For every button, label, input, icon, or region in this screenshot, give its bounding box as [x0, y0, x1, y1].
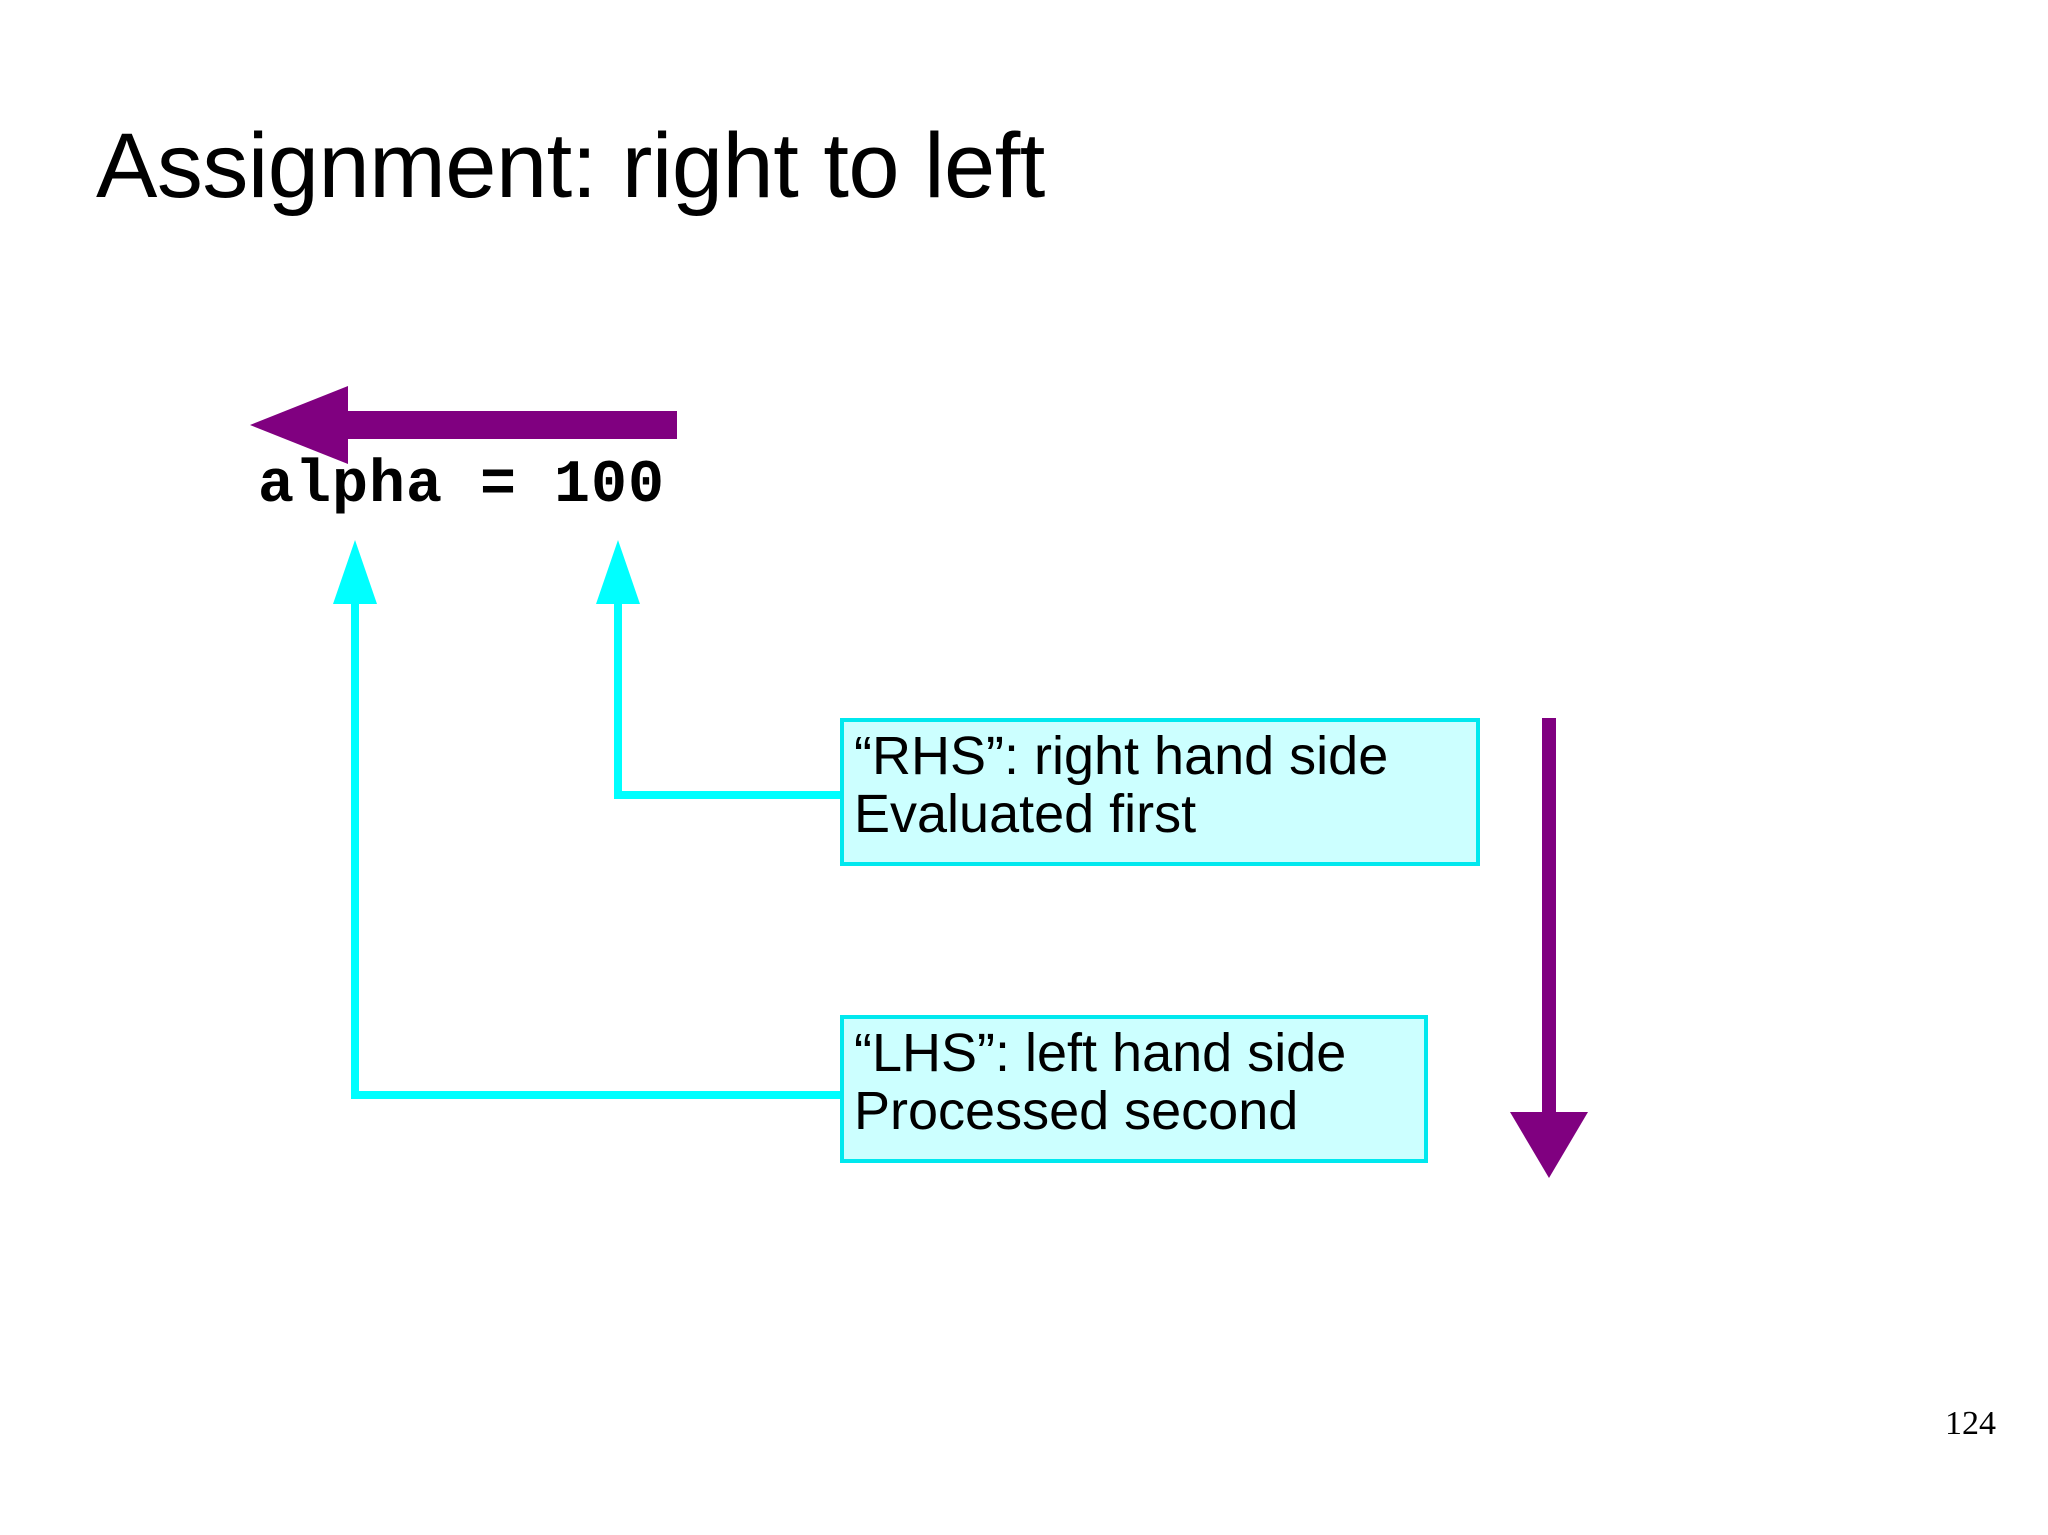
callout-lhs-line-1: “LHS”: left hand side [854, 1023, 1347, 1083]
code-expression: alpha = 100 [258, 452, 666, 520]
callout-rhs-line-2: Evaluated first [854, 783, 1197, 844]
top-to-bottom-arrow [1510, 718, 1588, 1178]
callout-lhs: “LHS”: left hand side Processed second [840, 1015, 1428, 1163]
rhs-connector-arrow [596, 540, 840, 799]
lhs-connector-arrow [333, 540, 840, 1099]
page-number: 124 [1945, 1405, 1996, 1442]
callout-rhs: “RHS”: right hand side Evaluated first [840, 718, 1480, 866]
page-title: Assignment: right to left [96, 115, 1045, 217]
callout-lhs-line-2: Processed second [854, 1080, 1299, 1141]
callout-rhs-line-1: “RHS”: right hand side [854, 726, 1389, 786]
